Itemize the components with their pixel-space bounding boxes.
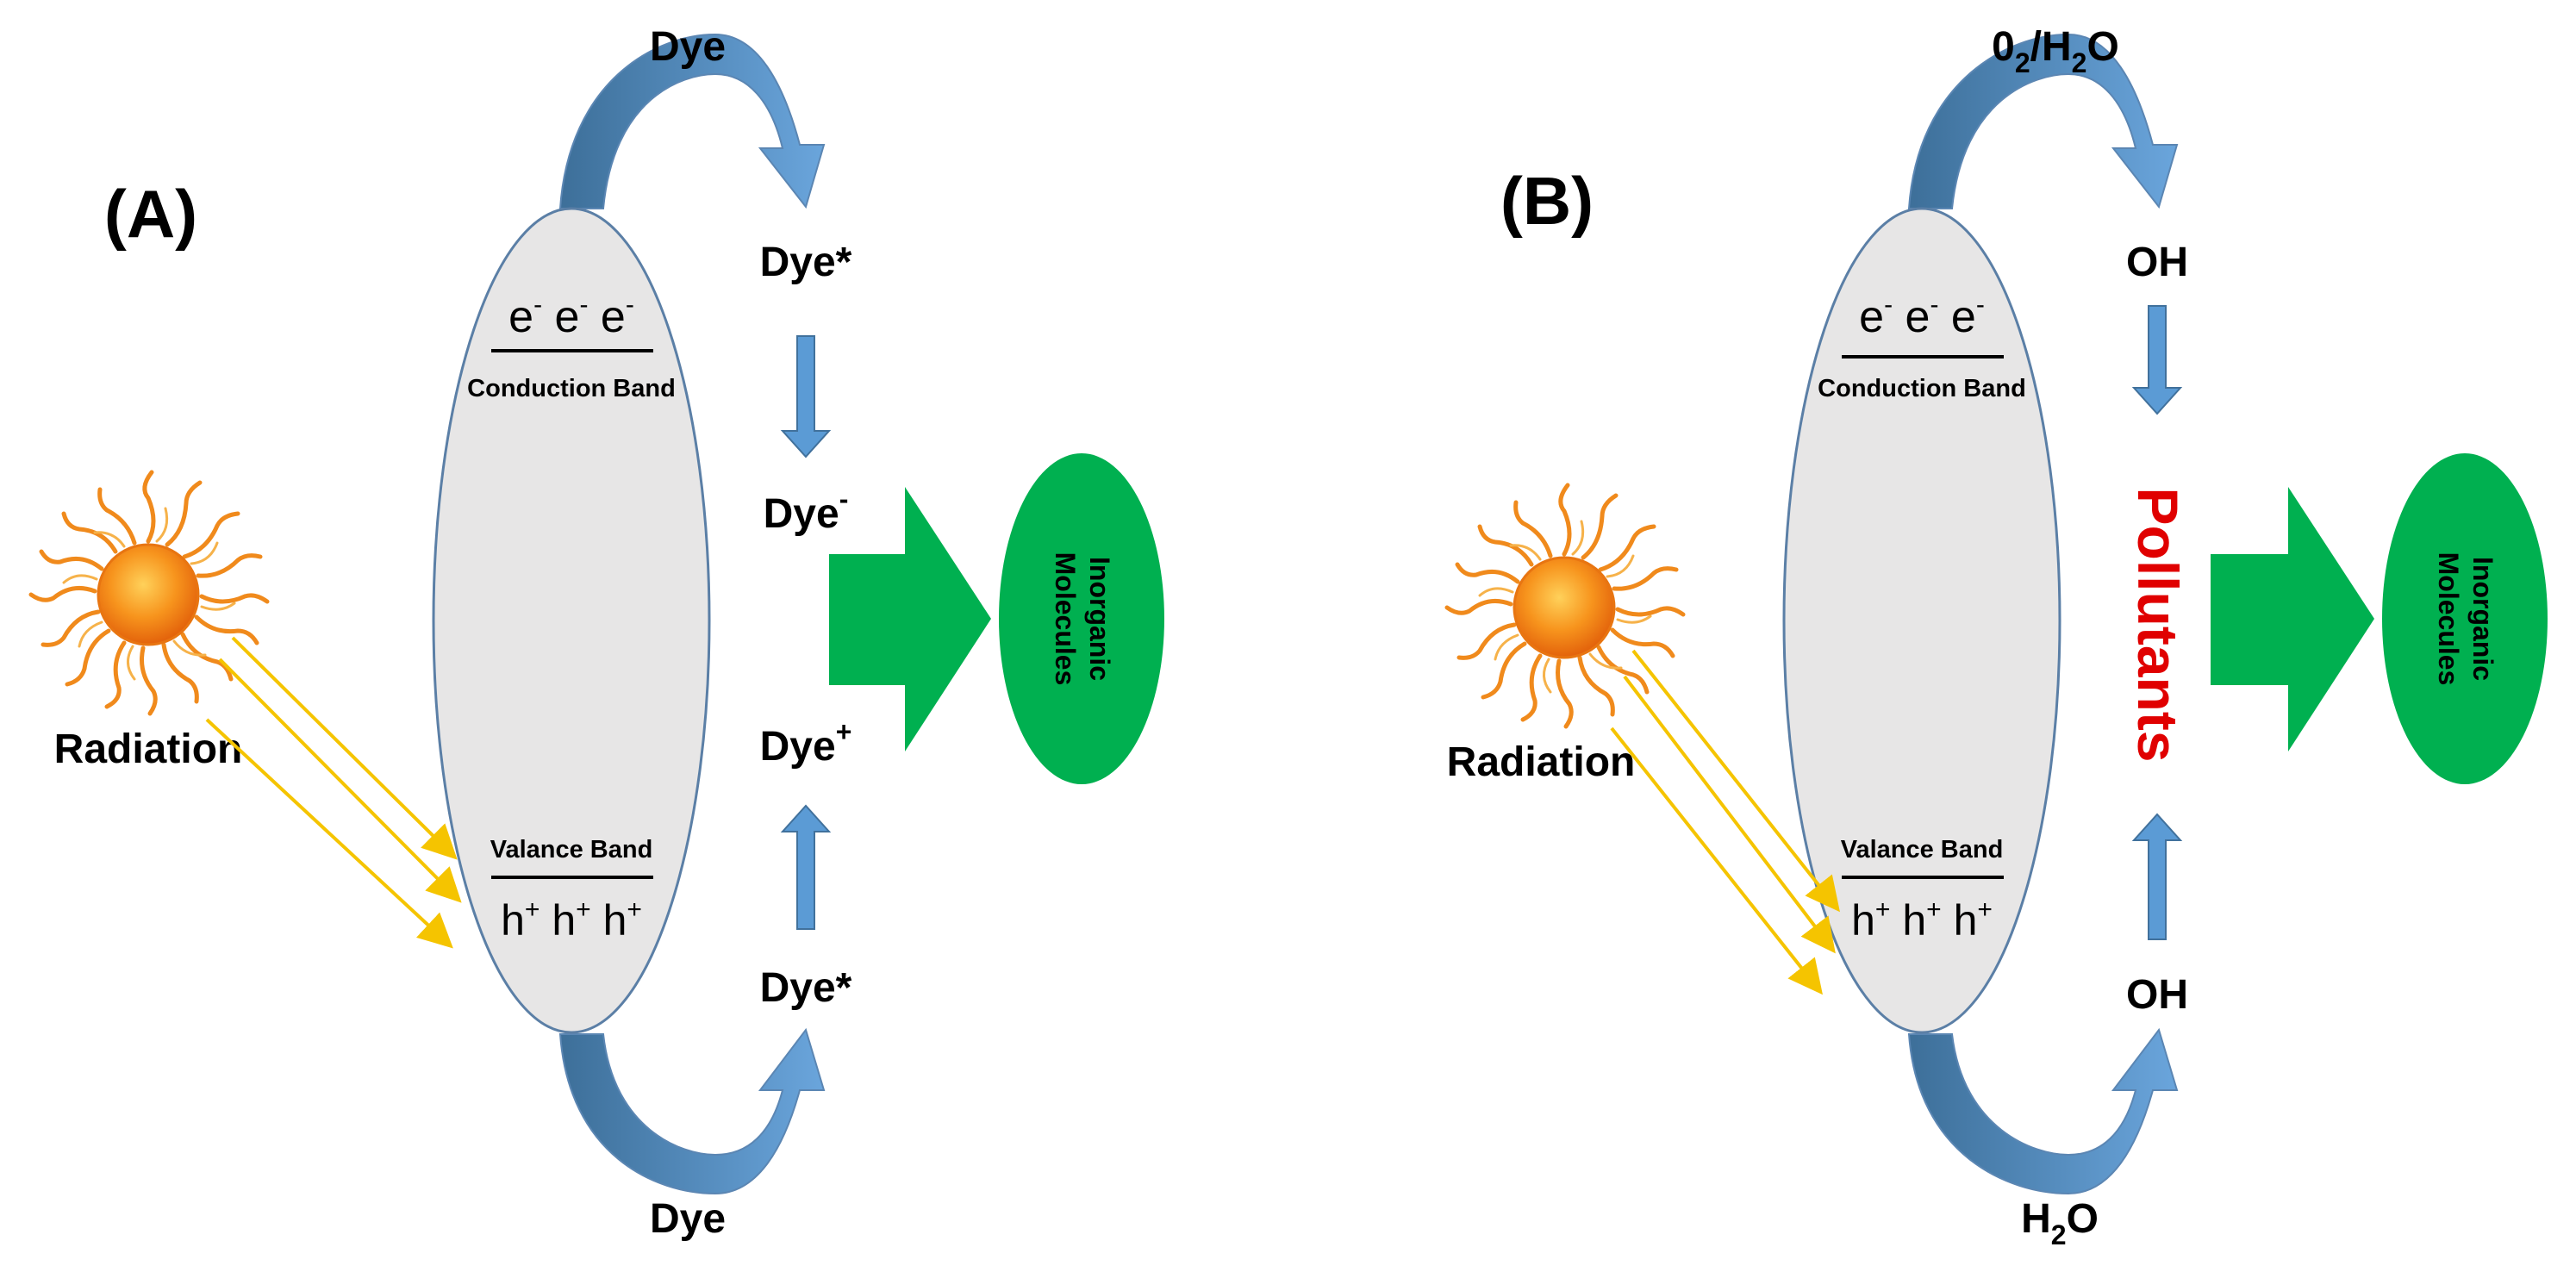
top-curved-arrow-icon <box>558 33 826 209</box>
bottom-curved-arrow-icon <box>1907 1027 2179 1195</box>
radiation-label: Radiation <box>1447 739 1636 785</box>
bottom-product-label: OH <box>2126 972 2188 1018</box>
bottom-reactant-label: H2O <box>2021 1196 2099 1250</box>
panel-b: (B) 02/H2O OH H2O OH e- e- e- Conduction… <box>1447 24 2548 1250</box>
svg-text:Inorganic: Inorganic <box>2467 557 2498 681</box>
top-curved-arrow-icon <box>1907 33 2179 209</box>
panel-a: (A) Dye Dye* Dye Dye* e- e- e- Conductio… <box>31 24 1164 1242</box>
holes-label: h+ h+ h+ <box>1851 895 1993 945</box>
bottom-product-label: Dye* <box>760 965 852 1011</box>
up-arrow-icon <box>2131 813 2183 940</box>
valence-band-label: Valance Band <box>1841 836 2004 864</box>
semiconductor-ellipse <box>1782 207 2061 1034</box>
panel-label: (B) <box>1500 163 1594 239</box>
panel-label: (A) <box>104 176 197 252</box>
top-product-label: Dye* <box>760 240 852 285</box>
holes-label: h+ h+ h+ <box>501 895 642 945</box>
sun-icon <box>1447 485 1683 726</box>
pollutants-label: Pollutants <box>2126 487 2190 762</box>
conduction-band-label: Conduction Band <box>467 375 676 402</box>
radiation-rays <box>205 636 462 949</box>
top-reactant-label: Dye <box>650 24 726 70</box>
inorganic-molecules-text: Inorganic Molecules <box>1050 552 1115 686</box>
semiconductor-ellipse <box>432 207 711 1034</box>
radiation-rays <box>1610 649 1840 995</box>
inorganic-molecules-ellipse <box>2382 453 2548 784</box>
green-block-arrow-icon <box>829 487 991 751</box>
green-block-arrow-icon <box>2211 487 2374 751</box>
top-product-label: OH <box>2126 240 2188 285</box>
bottom-reactant-label: Dye <box>650 1196 726 1242</box>
svg-text:Pollutants: Pollutants <box>2126 487 2190 762</box>
bottom-curved-arrow-icon <box>558 1027 826 1195</box>
svg-text:Molecules: Molecules <box>2433 552 2464 686</box>
inorganic-molecules-text: Inorganic Molecules <box>2433 552 2498 686</box>
down-arrow-icon <box>2131 305 2183 415</box>
valence-band-label: Valance Band <box>490 836 653 864</box>
dye-cation-label: Dye+ <box>760 716 852 770</box>
inorganic-molecules-ellipse <box>999 453 1164 784</box>
dye-anion-label: Dye- <box>764 483 849 537</box>
radiation-label: Radiation <box>54 726 243 772</box>
svg-text:Molecules: Molecules <box>1050 552 1081 686</box>
up-arrow-icon <box>780 804 832 930</box>
conduction-band-label: Conduction Band <box>1818 375 2026 402</box>
electrons-label: e- e- e- <box>1859 290 1985 342</box>
sun-icon <box>31 472 267 714</box>
electrons-label: e- e- e- <box>508 290 634 342</box>
svg-text:Inorganic: Inorganic <box>1084 557 1115 681</box>
top-reactant-label: 02/H2O <box>1992 24 2119 78</box>
down-arrow-icon <box>780 335 832 458</box>
